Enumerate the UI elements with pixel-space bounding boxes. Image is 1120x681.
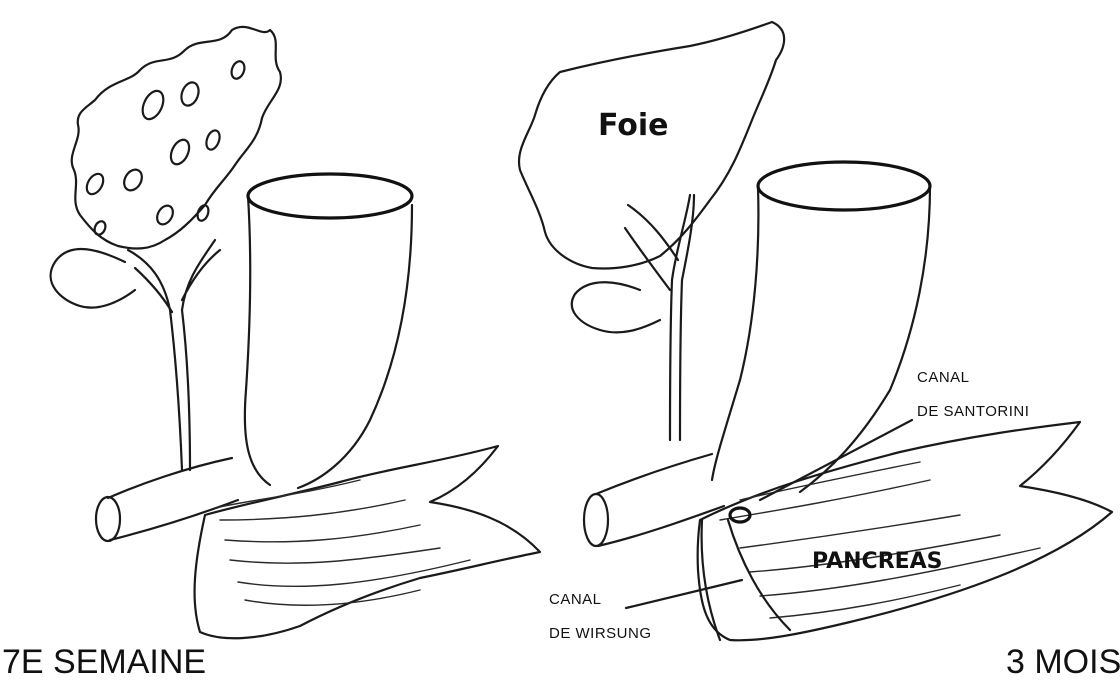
santorini-label-line1: CANAL bbox=[917, 369, 970, 386]
right-pancreas-lines bbox=[720, 462, 1040, 618]
left-liver-spots bbox=[83, 59, 246, 236]
wirsung-leader bbox=[626, 580, 742, 608]
left-gallbladder bbox=[51, 249, 135, 308]
left-stomach-opening bbox=[248, 174, 412, 218]
wirsung-label-line2: DE WIRSUNG bbox=[549, 625, 652, 642]
wirsung-label-line1: CANAL bbox=[549, 591, 602, 608]
right-bile-duct bbox=[625, 195, 694, 440]
right-caption: 3 MOIS bbox=[1006, 643, 1120, 681]
left-pancreas bbox=[195, 446, 540, 638]
right-duodenum-end bbox=[584, 494, 608, 546]
left-bile-duct bbox=[128, 240, 220, 470]
right-duct-loop bbox=[702, 520, 790, 640]
right-stomach bbox=[712, 186, 930, 492]
right-pancreas bbox=[698, 422, 1112, 640]
right-gallbladder bbox=[572, 282, 660, 332]
left-duodenum bbox=[108, 458, 238, 540]
pancreas-label: PANCREAS bbox=[812, 549, 943, 574]
left-panel-drawing bbox=[51, 27, 540, 638]
left-caption: 7E SEMAINE bbox=[2, 643, 206, 681]
left-pancreas-lines bbox=[215, 480, 470, 605]
right-liver bbox=[519, 22, 784, 269]
left-duodenum-end bbox=[96, 497, 120, 541]
right-duodenum bbox=[596, 454, 724, 546]
left-stomach bbox=[245, 196, 412, 488]
santorini-label-line2: DE SANTORINI bbox=[917, 403, 1029, 420]
liver-label: Foie bbox=[598, 108, 669, 143]
santorini-leader bbox=[760, 420, 912, 500]
right-stomach-opening bbox=[758, 162, 930, 210]
